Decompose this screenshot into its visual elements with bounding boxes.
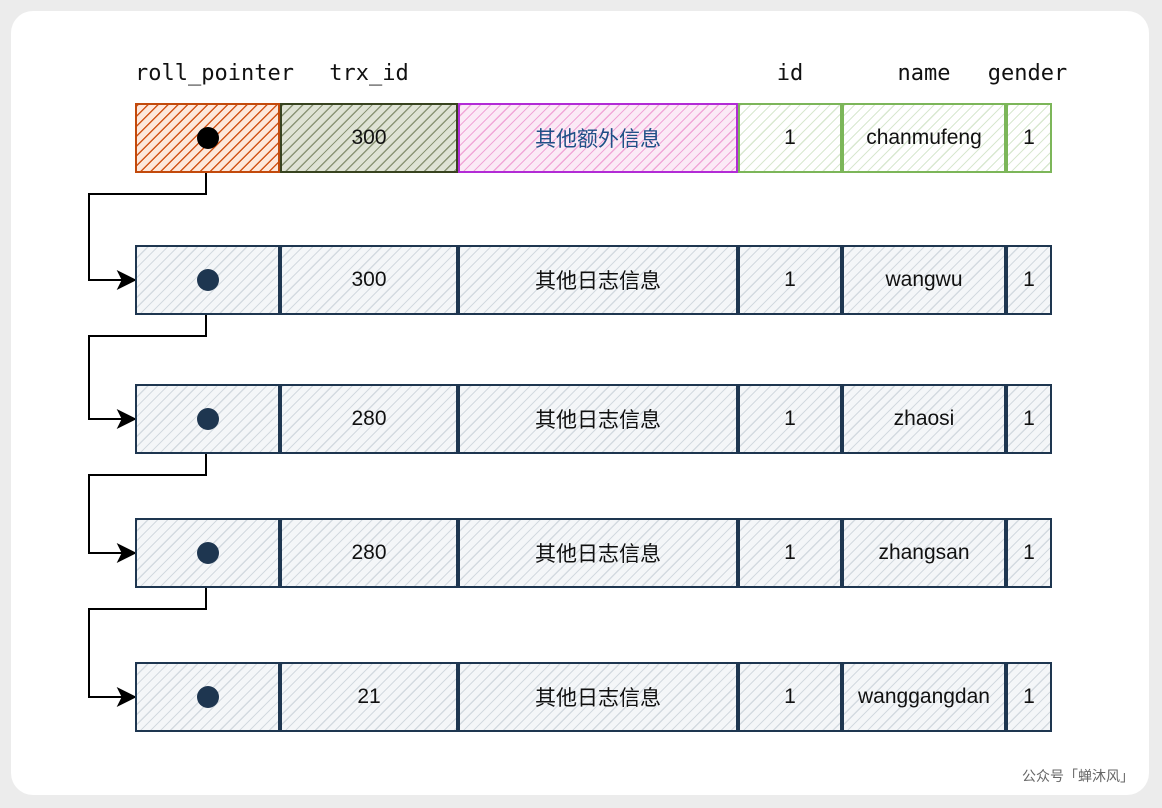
roll-pointer-cell bbox=[135, 384, 280, 454]
header-roll-pointer: roll_pointer bbox=[135, 61, 294, 86]
name-cell: zhangsan bbox=[842, 518, 1006, 588]
info-cell: 其他额外信息 bbox=[458, 103, 738, 173]
trx-id-cell: 300 bbox=[280, 245, 458, 315]
info-cell: 其他日志信息 bbox=[458, 384, 738, 454]
id-cell: 1 bbox=[738, 245, 842, 315]
info-cell: 其他日志信息 bbox=[458, 518, 738, 588]
gender-cell: 1 bbox=[1006, 103, 1052, 173]
header-gender: gender bbox=[987, 61, 1068, 86]
info-cell: 其他日志信息 bbox=[458, 245, 738, 315]
roll-pointer-cell bbox=[135, 518, 280, 588]
trx-id-cell: 300 bbox=[280, 103, 458, 173]
roll-pointer-arrow bbox=[88, 280, 207, 429]
gender-cell: 1 bbox=[1006, 662, 1052, 732]
roll-pointer-dot bbox=[196, 542, 219, 564]
gender-cell: 1 bbox=[1006, 245, 1052, 315]
header-trx-id: trx_id bbox=[329, 61, 409, 86]
trx-id-cell: 280 bbox=[280, 384, 458, 454]
undo-log-row: 280 其他日志信息 1 zhaosi 1 bbox=[135, 384, 1052, 454]
roll-pointer-dot bbox=[196, 269, 219, 291]
id-cell: 1 bbox=[738, 103, 842, 173]
roll-pointer-cell bbox=[135, 245, 280, 315]
roll-pointer-arrow bbox=[88, 553, 207, 707]
header-name: name bbox=[897, 61, 951, 86]
gender-cell: 1 bbox=[1006, 384, 1052, 454]
roll-pointer-dot bbox=[196, 686, 219, 708]
undo-log-row: 300 其他日志信息 1 wangwu 1 bbox=[135, 245, 1052, 315]
undo-log-row: 21 其他日志信息 1 wanggangdan 1 bbox=[135, 662, 1052, 732]
name-cell: zhaosi bbox=[842, 384, 1006, 454]
name-cell: chanmufeng bbox=[842, 103, 1006, 173]
header-id: id bbox=[776, 61, 804, 86]
roll-pointer-arrow bbox=[88, 138, 207, 290]
id-cell: 1 bbox=[738, 384, 842, 454]
name-cell: wangwu bbox=[842, 245, 1006, 315]
name-cell: wanggangdan bbox=[842, 662, 1006, 732]
gender-cell: 1 bbox=[1006, 518, 1052, 588]
trx-id-cell: 21 bbox=[280, 662, 458, 732]
id-cell: 1 bbox=[738, 662, 842, 732]
info-cell: 其他日志信息 bbox=[458, 662, 738, 732]
roll-pointer-dot bbox=[196, 127, 219, 149]
record-row-current: 300 其他额外信息 1 chanmufeng 1 bbox=[135, 103, 1052, 173]
undo-log-row: 280 其他日志信息 1 zhangsan 1 bbox=[135, 518, 1052, 588]
roll-pointer-cell bbox=[135, 662, 280, 732]
trx-id-cell: 280 bbox=[280, 518, 458, 588]
roll-pointer-dot bbox=[196, 408, 219, 430]
watermark-text: 公众号「蝉沐风」 bbox=[1022, 768, 1134, 784]
roll-pointer-cell bbox=[135, 103, 280, 173]
roll-pointer-arrow bbox=[88, 419, 207, 563]
id-cell: 1 bbox=[738, 518, 842, 588]
